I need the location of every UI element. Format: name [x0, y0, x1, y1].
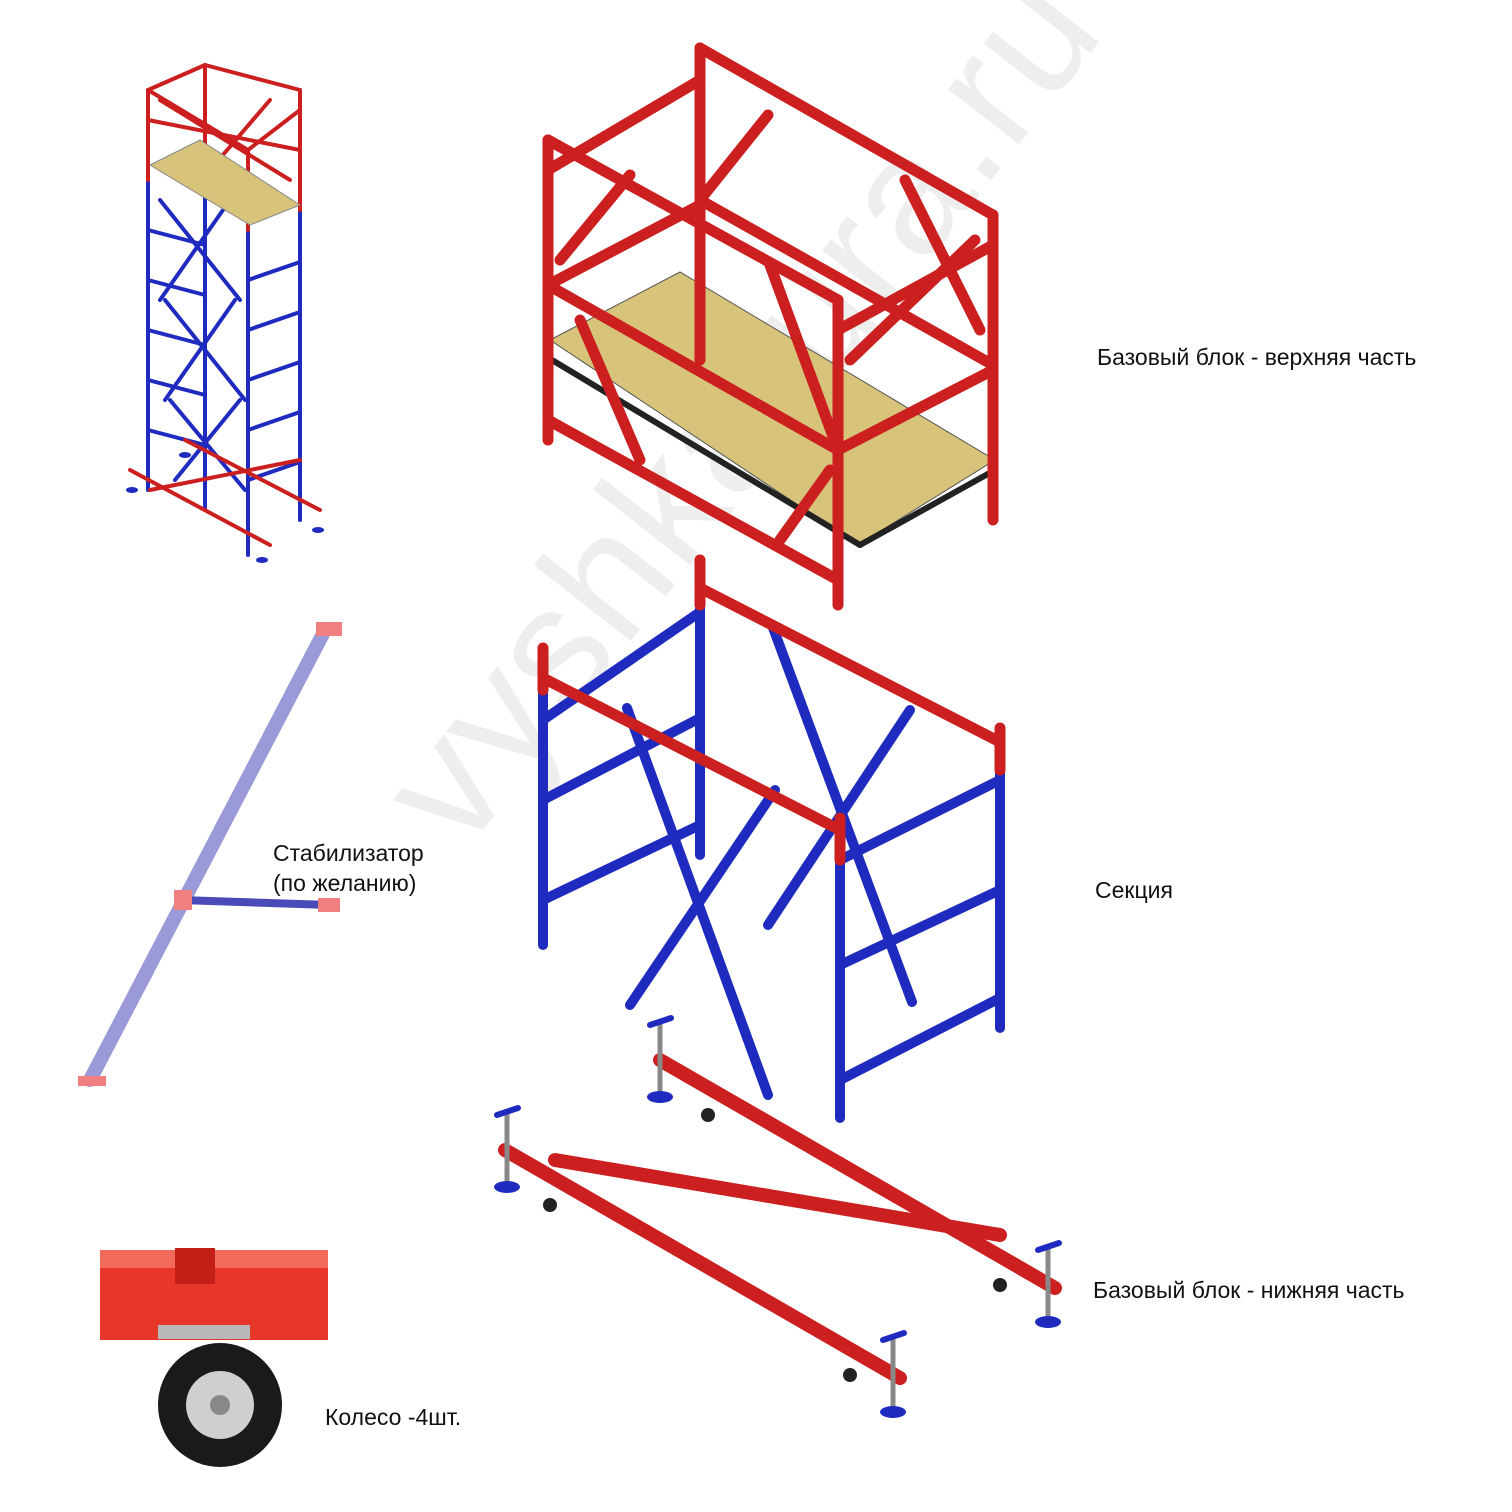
stabilizer-label-line1: Стабилизатор [273, 840, 424, 866]
wheel-illustration [100, 1248, 328, 1467]
section-illustration [537, 554, 1006, 1123]
full-tower-illustration [126, 63, 324, 563]
top-base-block-illustration [542, 42, 999, 611]
bottom-block-label: Базовый блок - нижняя часть [1093, 1277, 1405, 1303]
stabilizer-label-line2: (по желанию) [273, 870, 417, 896]
wheel-label: Колесо -4шт. [325, 1404, 462, 1430]
section-label: Секция [1095, 877, 1173, 903]
stabilizer-illustration [78, 622, 342, 1087]
bottom-base-block-illustration [494, 1015, 1062, 1418]
top-block-label: Базовый блок - верхняя часть [1097, 344, 1417, 370]
